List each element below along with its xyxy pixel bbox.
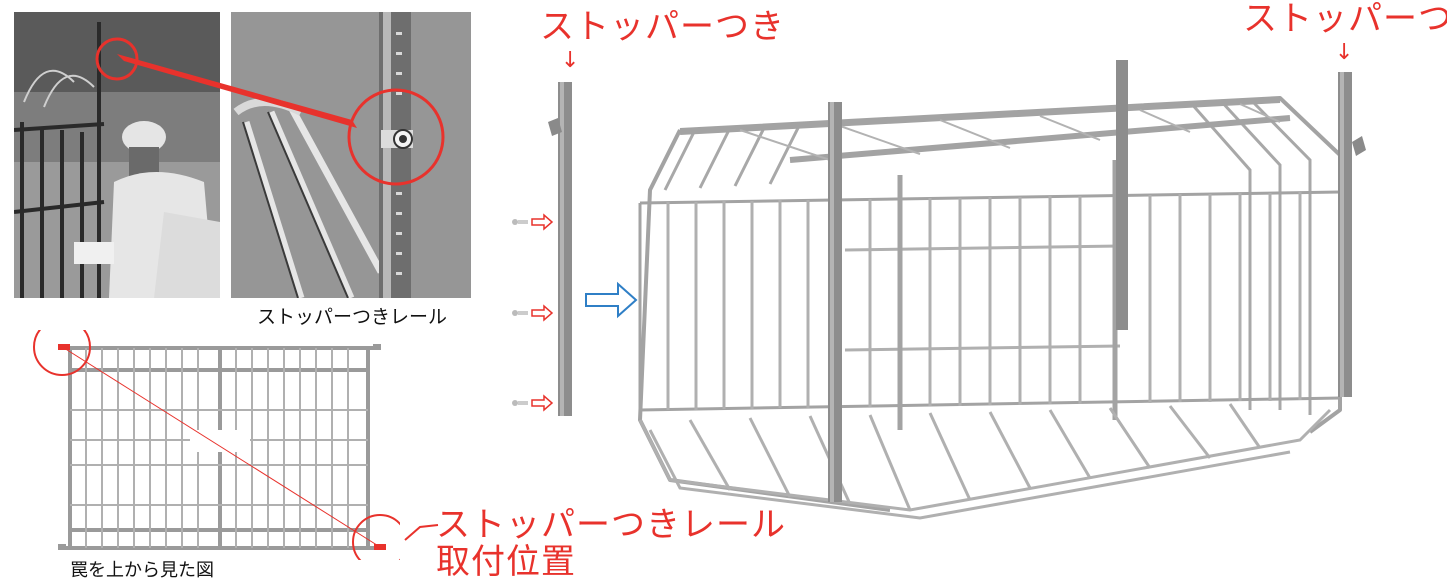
stopper-label-left: ストッパーつき (540, 7, 785, 47)
top-view-diagram (33, 330, 400, 560)
stopper-arrow-right: ↓ (1335, 40, 1354, 65)
photo-rail-closeup (231, 12, 471, 298)
photo-worker-installing (14, 12, 220, 298)
cage-illustration (512, 60, 1366, 520)
top-view-caption: 罠を上から見た図 (70, 560, 214, 581)
stopper-arrow-left: ↓ (561, 48, 580, 73)
stopper-label-right: ストッパーつき (1243, 0, 1447, 39)
bolt-arrows (512, 213, 554, 412)
rail-caption: ストッパーつきレール (257, 306, 448, 328)
mount-callout-line (404, 524, 439, 541)
mount-position-label-line2: 取付位置 (436, 542, 576, 582)
mount-position-label-line1: ストッパーつきレール (436, 505, 786, 545)
insert-arrow (585, 281, 638, 319)
